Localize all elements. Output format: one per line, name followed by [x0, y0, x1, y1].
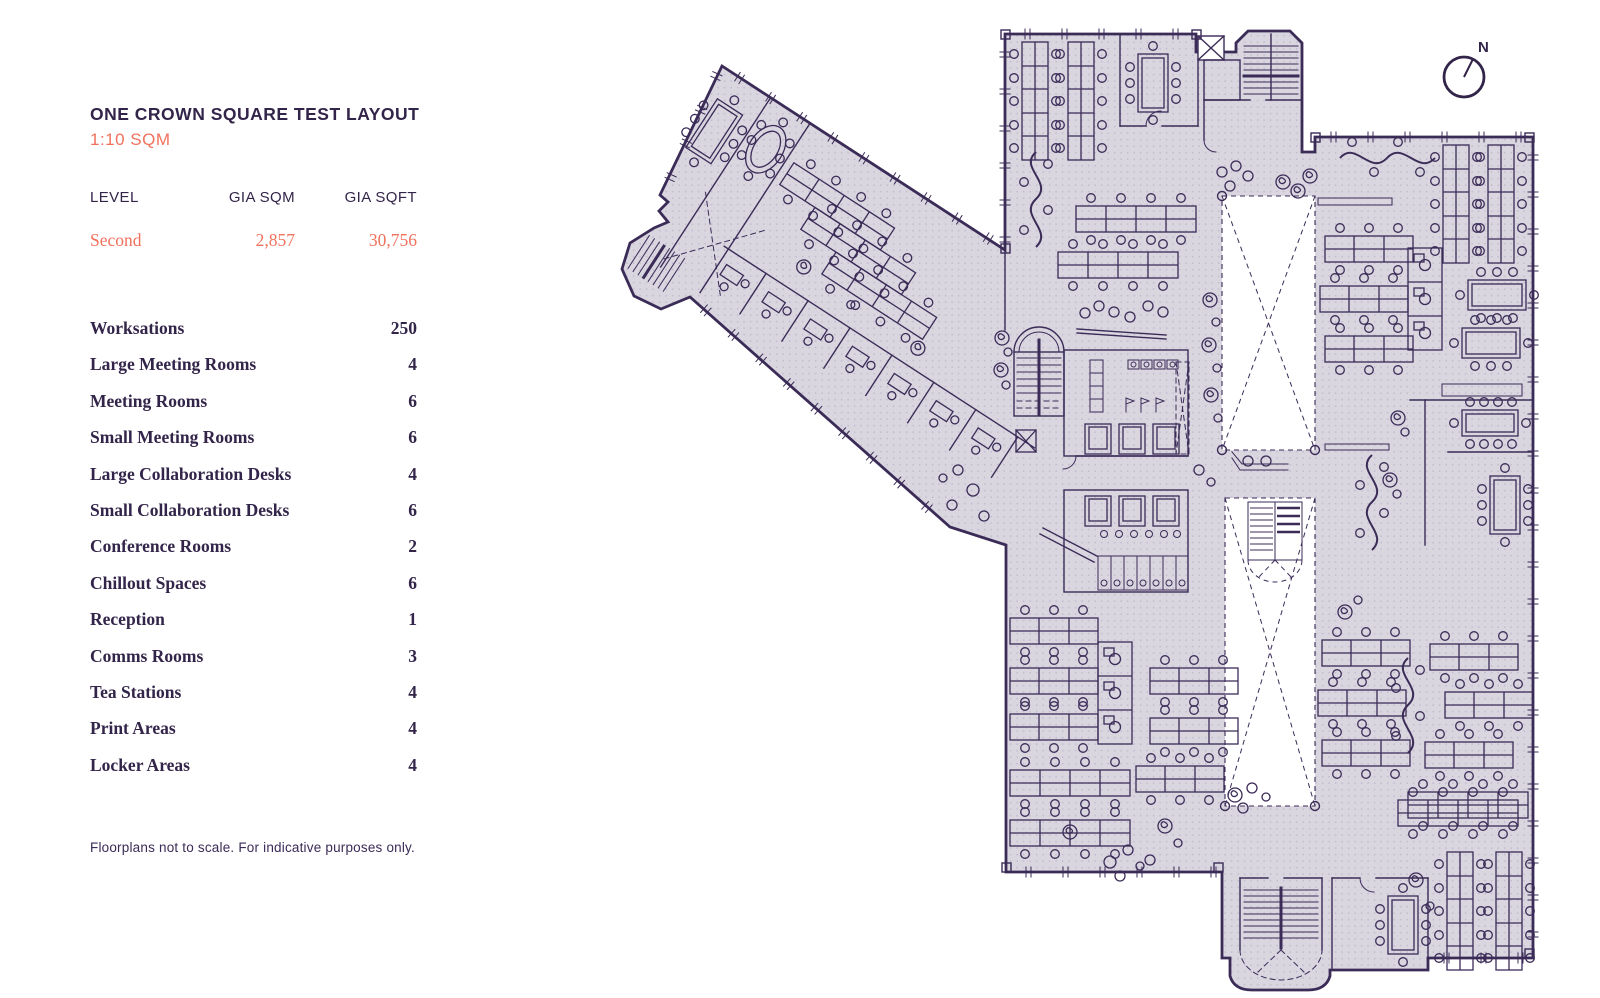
turret-stair [627, 234, 686, 292]
stat-row: Conference Rooms 2 [90, 536, 417, 572]
stat-value: 2 [408, 536, 417, 557]
stat-label: Small Collaboration Desks [90, 499, 290, 520]
stat-row: Tea Stations 4 [90, 682, 417, 718]
stat-row: Chillout Spaces 6 [90, 573, 417, 609]
stat-label: Meeting Rooms [90, 390, 208, 411]
level-value: Second [90, 230, 142, 250]
stat-value: 3 [408, 645, 417, 666]
stat-label: Comms Rooms [90, 645, 204, 666]
col-level: LEVEL [90, 189, 139, 206]
stat-label: Print Areas [90, 718, 176, 739]
stat-value: 4 [408, 718, 417, 739]
corner-markers [1000, 29, 1535, 959]
stat-row: Reception 1 [90, 609, 417, 645]
area-table-row: Second 2,857 30,756 [90, 230, 430, 251]
atrium-void-upper [1216, 190, 1321, 456]
stat-label: Small Meeting Rooms [90, 427, 255, 448]
stat-row: Worksations 250 [90, 318, 417, 354]
interior-walls [951, 33, 1534, 981]
stat-value: 4 [408, 463, 417, 484]
stat-label: Tea Stations [90, 681, 182, 702]
diagonal-wing [659, 67, 1036, 479]
north-label: N [1478, 39, 1489, 56]
gia-sqm-value: 2,857 [255, 230, 295, 250]
north-compass: N [1442, 39, 1489, 99]
stat-row: Locker Areas 4 [90, 755, 417, 791]
info-panel: ONE CROWN SQUARE TEST LAYOUT 1:10 SQM LE… [90, 104, 430, 855]
disclaimer-footnote: Floorplans not to scale. For indicative … [90, 840, 415, 855]
stat-label: Large Meeting Rooms [90, 354, 257, 375]
stat-row: Large Meeting Rooms 4 [90, 354, 417, 390]
stat-label: Large Collaboration Desks [90, 463, 292, 484]
stat-value: 4 [408, 754, 417, 775]
stat-value: 6 [408, 427, 417, 448]
scale-subtitle: 1:10 SQM [90, 130, 171, 149]
stat-value: 4 [408, 681, 417, 702]
col-gia-sqm: GIA SQM [228, 189, 295, 206]
col-gia-sqft: GIA SQFT [344, 189, 417, 206]
stat-label: Worksations [90, 318, 185, 338]
window-ticks [664, 28, 1539, 964]
stat-row: Small Meeting Rooms 6 [90, 427, 417, 463]
furniture-main-block [938, 42, 1538, 970]
page-title: ONE CROWN SQUARE TEST LAYOUT [90, 104, 420, 124]
atrium-void-lower [1219, 497, 1321, 812]
stat-label: Locker Areas [90, 754, 190, 775]
stat-value: 6 [408, 499, 417, 520]
stat-row: Comms Rooms 3 [90, 646, 417, 682]
stat-row: Small Collaboration Desks 6 [90, 500, 417, 536]
stat-row: Print Areas 4 [90, 718, 417, 754]
stat-row: Meeting Rooms 6 [90, 391, 417, 427]
stat-value: 6 [408, 390, 417, 411]
stat-value: 250 [390, 318, 417, 338]
feature-stair [1247, 501, 1303, 583]
stat-label: Reception [90, 609, 165, 630]
gia-sqft-value: 30,756 [368, 230, 417, 250]
area-table-header: LEVEL GIA SQM GIA SQFT [90, 189, 430, 206]
stat-value: 1 [408, 609, 417, 630]
stat-row: Large Collaboration Desks 4 [90, 464, 417, 500]
stat-value: 4 [408, 354, 417, 375]
stat-label: Chillout Spaces [90, 572, 207, 593]
stat-value: 6 [408, 572, 417, 593]
stat-label: Conference Rooms [90, 536, 232, 557]
